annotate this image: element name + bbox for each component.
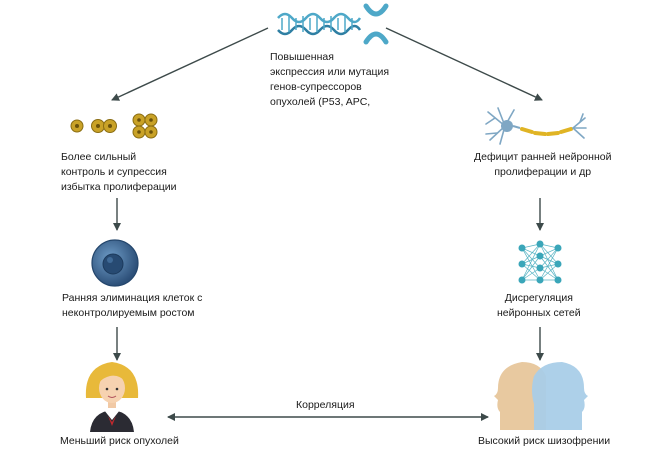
two-faces-icon — [494, 362, 588, 430]
neuron-icon — [485, 107, 587, 145]
right-step1-text: Дефицит ранней нейронной пролиферации и … — [474, 151, 612, 178]
cell-icon — [91, 239, 139, 287]
dividing-cells-icon — [70, 113, 158, 139]
arrow-top-left — [111, 27, 269, 101]
neural-network-icon — [518, 240, 562, 284]
top-cause-text: Повышенная экспрессия или мутация генов-… — [270, 51, 390, 108]
right-step2-text: Дисрегуляция нейронных сетей — [497, 292, 581, 319]
left-step2-text: Ранняя элиминация клеток с неконтролируе… — [62, 292, 203, 319]
woman-avatar-icon — [85, 362, 139, 432]
correlation-label: Корреляция — [296, 399, 355, 411]
dna-chromosome-icon — [277, 3, 389, 45]
left-step3-text: Меньший риск опухолей — [60, 435, 179, 447]
left-step1-text: Более сильный контроль и супрессия избыт… — [61, 151, 177, 193]
right-step3-text: Высокий риск шизофрении — [478, 435, 611, 447]
arrow-top-right — [385, 27, 543, 101]
